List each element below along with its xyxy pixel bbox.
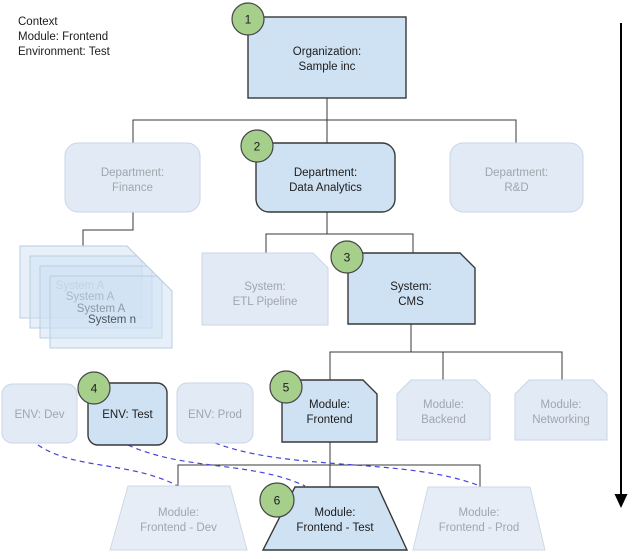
dashed-link-envprod-to-frontendprod: [214, 442, 481, 487]
stack-label-1: System A: [56, 280, 105, 292]
stack-label-4: System n: [88, 314, 136, 326]
step-badge-4: 4: [77, 371, 111, 405]
node-module-networking: Module: Networking: [514, 379, 608, 441]
step-badge-4-number: 4: [91, 382, 98, 396]
data-analytics-label-line1: Department:: [294, 167, 357, 179]
dashed-link-envtest-to-frontendtest: [127, 444, 306, 487]
node-module-frontend-dev: Module: Frontend - Dev: [109, 485, 248, 551]
etl-label-line1: System:: [244, 281, 286, 293]
step-badge-1-number: 1: [245, 13, 252, 27]
step-badge-2-number: 2: [254, 140, 261, 154]
node-organization: Organization: Sample inc: [247, 16, 407, 99]
organization-label-line2: Sample inc: [299, 61, 356, 73]
finance-label-line2: Finance: [112, 182, 153, 194]
module-frontend-label-line1: Module:: [309, 399, 350, 411]
module-backend-label-line2: Backend: [421, 414, 466, 426]
node-system-etl: System: ETL Pipeline: [201, 252, 329, 326]
arrow-head-icon: [614, 494, 628, 508]
context-module: Module: Frontend: [18, 31, 108, 43]
rd-label-line1: Department:: [485, 167, 548, 179]
frontend-prod-label-line2: Frontend - Prod: [439, 522, 520, 534]
step-badge-3: 3: [330, 240, 364, 274]
step-badge-3-number: 3: [344, 251, 351, 265]
data-analytics-label-line2: Data Analytics: [289, 182, 362, 194]
step-badge-6: 6: [259, 482, 295, 518]
dashed-link-envdev-to-frontenddev: [37, 444, 179, 487]
node-system-stack: System A System A System A System n: [19, 245, 173, 349]
node-system-cms: System: CMS: [347, 252, 476, 325]
step-badge-6-number: 6: [274, 494, 281, 508]
env-prod-label: ENV: Prod: [188, 409, 242, 421]
flow-direction-arrow: [614, 23, 628, 508]
connector-frontend-to-deployments: [177, 442, 481, 487]
stack-label-3: System A: [77, 303, 126, 315]
context-title: Context: [18, 16, 58, 28]
node-module-frontend-test: Module: Frontend - Test: [261, 486, 409, 551]
context-environment: Environment: Test: [18, 46, 111, 58]
step-badge-5: 5: [269, 370, 303, 404]
connector-cms-to-modules: [329, 324, 563, 380]
module-frontend-label-line2: Frontend: [306, 414, 352, 426]
frontend-dev-label-line2: Frontend - Dev: [140, 522, 217, 534]
node-department-finance: Department: Finance: [64, 142, 201, 213]
stack-card-4: [49, 275, 173, 349]
stack-label-2: System A: [66, 291, 115, 303]
cms-label-line2: CMS: [398, 296, 424, 308]
module-networking-label-line2: Networking: [532, 414, 590, 426]
module-backend-label-line1: Module:: [423, 399, 464, 411]
connector-analytics-to-systems: [265, 212, 414, 253]
context-note: Context Module: Frontend Environment: Te…: [18, 16, 111, 58]
frontend-dev-label-line1: Module:: [158, 507, 199, 519]
node-env-dev: ENV: Dev: [1, 383, 78, 444]
node-module-frontend-prod: Module: Frontend - Prod: [412, 486, 546, 551]
cms-label-line1: System:: [390, 281, 432, 293]
frontend-test-label-line2: Frontend - Test: [296, 522, 374, 534]
rd-label-line2: R&D: [504, 182, 528, 194]
step-badge-5-number: 5: [283, 381, 290, 395]
node-env-test: ENV: Test: [87, 382, 168, 446]
frontend-test-label-line1: Module:: [315, 507, 356, 519]
node-module-backend: Module: Backend: [396, 379, 491, 441]
etl-label-line2: ETL Pipeline: [233, 296, 298, 308]
step-badge-2: 2: [240, 129, 274, 163]
finance-label-line1: Department:: [101, 167, 164, 179]
env-dev-label: ENV: Dev: [14, 409, 64, 421]
env-test-label: ENV: Test: [102, 409, 153, 421]
step-badge-1: 1: [231, 2, 265, 36]
module-networking-label-line1: Module:: [541, 399, 582, 411]
node-env-prod: ENV: Prod: [176, 382, 254, 444]
node-department-rd: Department: R&D: [449, 142, 584, 213]
frontend-prod-label-line1: Module:: [459, 507, 500, 519]
connector-finance-to-systems: [82, 212, 134, 246]
node-department-data-analytics: Department: Data Analytics: [255, 142, 396, 213]
organization-label-line1: Organization:: [293, 46, 361, 58]
connector-org-to-departments: [132, 98, 517, 143]
